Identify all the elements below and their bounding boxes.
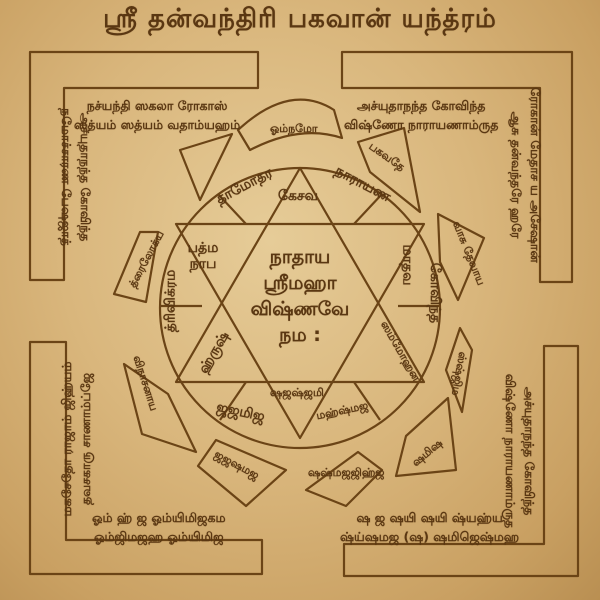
center-mantra: நாதாய ஸ்ரீமஹா விஷ்ணவே நம : (232, 244, 368, 348)
petal-top-right (356, 126, 422, 214)
corner-bracket-top-left (28, 50, 260, 282)
petal-left-upper (112, 230, 160, 304)
petal-right-lower (444, 326, 474, 414)
left-vertical-verse-line: மகசேதோ ராஜாம் ஜிஹ்யம் (59, 361, 74, 517)
ring-segment-right: கோவிந்த (427, 262, 444, 324)
top-right-verse: அச்யுதாநந்த கோவிந்த விஷ்ணோ நாராயணாம்ருத (344, 96, 498, 134)
bottom-right-verse-line: ஷ ஜ ஷயி ஷயி ஷ்யஹ்ய (356, 510, 503, 525)
star-point-upper-left: பத்ம நாப (187, 240, 219, 272)
petal-bottom (304, 450, 384, 508)
top-left-verse-line: ஸத்யம் ஸத்யம் வதாம்யஹம் (74, 117, 241, 132)
right-vertical-verse-line: ஆசு தன்வந்தரே ஹரே (509, 111, 524, 239)
star-point-top: கேசவ (278, 188, 319, 204)
petal-bottom-right (394, 396, 458, 478)
ring-segment-left: த்ரிவிக்ரம (162, 269, 179, 333)
top-right-verse-line: அச்யுதாநந்த கோவிந்த (356, 98, 486, 113)
star-triangle-down (174, 222, 426, 440)
left-vertical-verse-line: நமோச்சாரண பேஷஜாத் (59, 108, 74, 246)
petal-right-upper (436, 212, 486, 302)
petal-bottom-label: ஷஷ்மஜஜிஹ்ஜ (308, 466, 385, 479)
spoke-bottom-left (219, 381, 247, 421)
spoke-bottom-right (353, 381, 381, 421)
petal-bottom-left (196, 438, 288, 508)
yantra-title: ஸ்ரீ தன்வந்திரி பகவான் யந்த்ரம் (103, 4, 497, 34)
petal-left-lower (122, 362, 198, 454)
bottom-left-verse-line: ஓம்ஜிமஜஹ ஓம்யிமிஜ (94, 529, 224, 544)
corner-bracket-bottom-left (28, 340, 264, 576)
center-mantra-line: விஷ்ணவே (250, 298, 350, 320)
center-mantra-line: நம : (279, 324, 321, 346)
top-right-verse-line: விஷ்ணோ நாராயணாம்ருத (344, 117, 499, 132)
star-point-bottom: ஷஜஷ்ஜமி (270, 386, 324, 399)
bottom-left-verse: ஓம் ஹ் ஜ ஓம்யிமிஜகம ஓம்ஜிமஜஹ ஓம்யிமிஜ (92, 508, 226, 546)
bottom-left-verse-line: ஓம் ஹ் ஜ ஓம்யிமிஜகம (92, 510, 226, 525)
bottom-right-verse: ஷ ஜ ஷயி ஷயி ஷ்யஹ்ய ஷ்ய்ஷமஜ (ஷ) ஷமிஜெஷ்மஹ (340, 508, 519, 546)
petal-top (236, 98, 344, 152)
left-vertical-verse-bottom: மகசேதோ ராஜாம் ஜிஹ்யம் தவசகாரு சாணாம்ப்ஜே (57, 329, 95, 549)
right-vertical-verse-line: ரோகான் மேதாச ய அசேஷான் (528, 87, 543, 263)
left-vertical-verse-line: அச்யுதாநந்த கோவிந்த (78, 112, 93, 242)
center-mantra-line: ஸ்ரீமஹா (263, 272, 337, 294)
spoke-top-left (217, 193, 247, 225)
petal-top-left (178, 132, 234, 202)
right-vertical-verse-line: அச்யுதாநந்த கோவிந்த (522, 386, 537, 516)
top-left-verse: நச்யந்தி ஸகலா ரோகாஸ் ஸத்யம் ஸத்யம் வதாம்… (74, 96, 240, 134)
spoke-top-right (353, 193, 383, 225)
star-triangle-up (174, 166, 426, 384)
bottom-right-verse-line: ஷ்ய்ஷமஜ (ஷ) ஷமிஜெஷ்மஹ (340, 529, 520, 544)
right-vertical-verse-top: ரோகான் மேதாச ய அசேஷான் ஆசு தன்வந்தரே ஹரே (507, 65, 545, 285)
center-mantra-line: நாதாய (269, 246, 331, 268)
left-vertical-verse-top: அச்யுதாநந்த கோவிந்த நமோச்சாரண பேஷஜாத் (57, 67, 95, 287)
top-left-verse-line: நச்யந்தி ஸகலா ரோகாஸ் (86, 98, 228, 113)
corner-bracket-bottom-right (342, 344, 580, 578)
corner-bracket-top-right (340, 50, 574, 284)
star-point-upper-right: மாதவ (399, 244, 416, 286)
petal-top-label: ஓம்நமோ (270, 122, 318, 135)
